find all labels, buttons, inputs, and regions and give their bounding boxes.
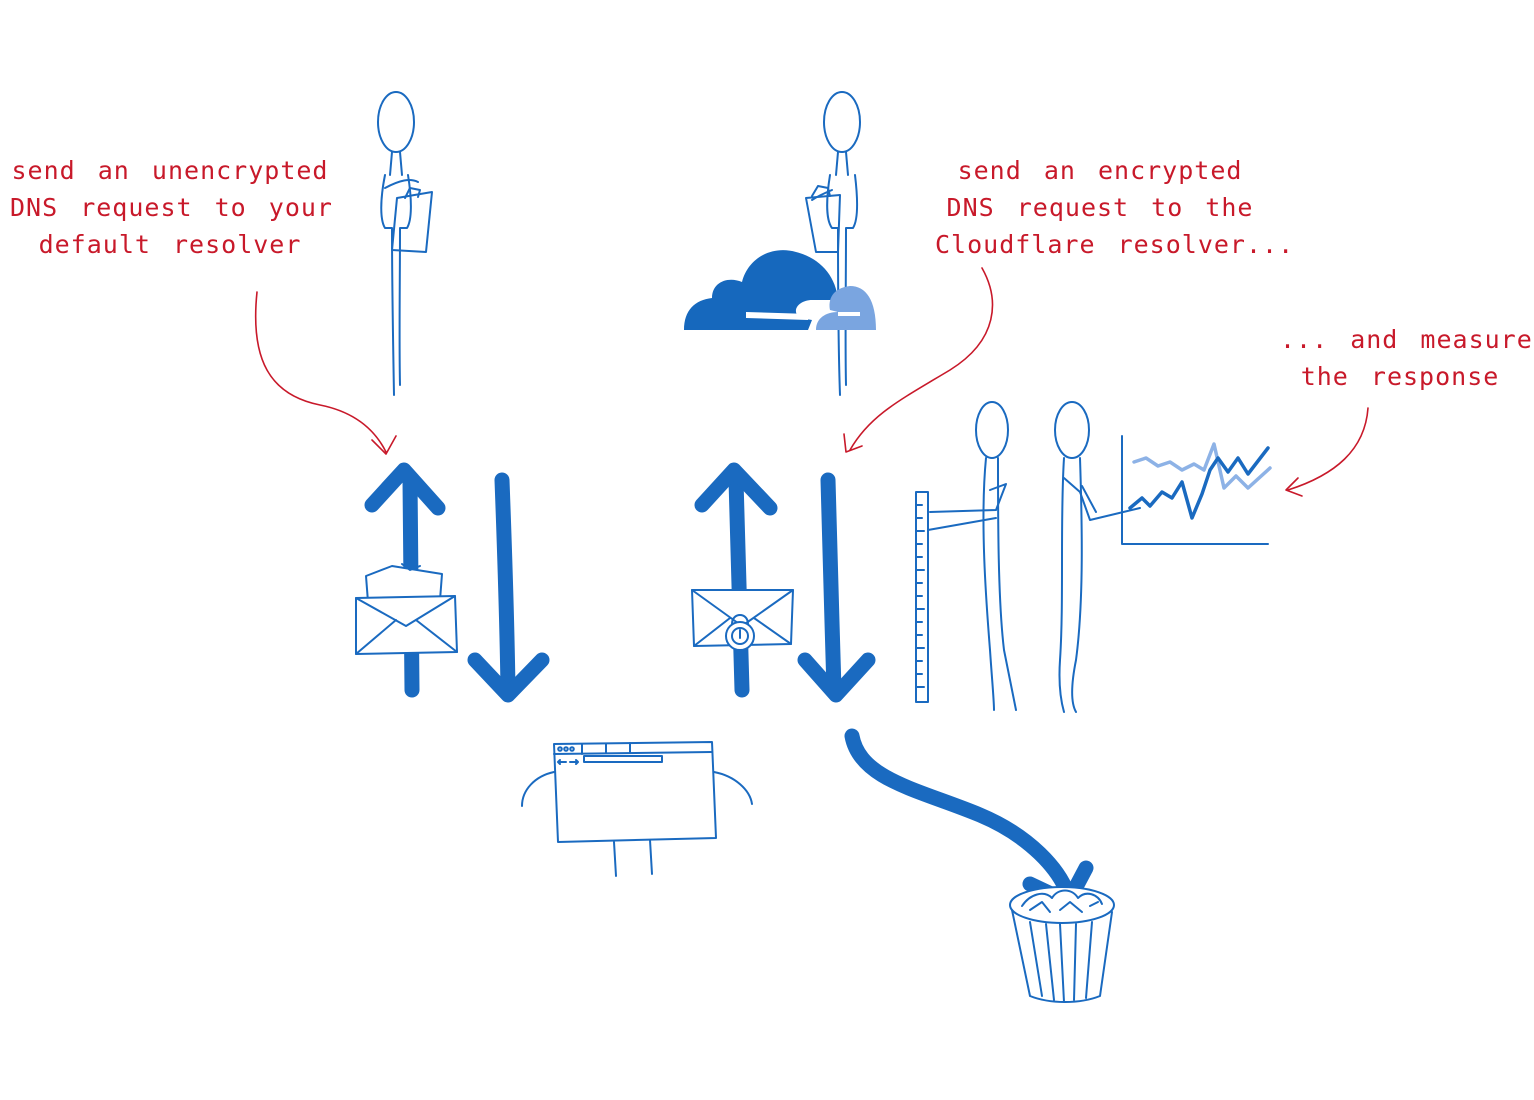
open-envelope-icon (355, 563, 458, 655)
annotation-arrow-left (254, 291, 397, 455)
line-chart-icon (1121, 435, 1272, 545)
caption-right-line-1: ... and measure (1280, 325, 1533, 354)
cloudflare-cloud-logo (684, 250, 876, 330)
caption-right-line-2: the response (1300, 362, 1500, 391)
caption-left-line-2: DNS request to your (10, 193, 333, 222)
browser-window-character (521, 741, 753, 877)
annotation-arrow-right (1285, 407, 1369, 497)
stick-figure-measurer-right (1054, 401, 1141, 713)
locked-envelope-icon (691, 589, 794, 651)
caption-left-line-1: send an unencrypted (11, 156, 329, 185)
stick-figure-default-resolver (377, 91, 433, 396)
caption-encrypted-request: send an encrypted DNS request to the Clo… (935, 152, 1295, 263)
measuring-ruler-icon (915, 491, 929, 703)
caption-unencrypted-request: send an unencrypted DNS request to your … (10, 152, 333, 263)
stick-figure-measurer-left (927, 401, 1017, 711)
response-arrow-down-unencrypted (467, 472, 550, 703)
annotation-arrow-center (843, 267, 994, 453)
discard-arrow (844, 728, 1094, 910)
request-arrow-up-encrypted (694, 462, 778, 698)
caption-left-line-3: default resolver (38, 230, 302, 259)
trash-can-icon (1009, 886, 1115, 1003)
caption-center-line-1: send an encrypted (957, 156, 1243, 185)
caption-measure-response: ... and measure the response (1280, 321, 1533, 395)
caption-center-line-3: Cloudflare resolver... (935, 230, 1295, 259)
caption-center-line-2: DNS request to the (946, 193, 1254, 222)
response-arrow-down-encrypted (797, 472, 876, 703)
stick-figure-cloudflare-resolver (805, 91, 861, 396)
